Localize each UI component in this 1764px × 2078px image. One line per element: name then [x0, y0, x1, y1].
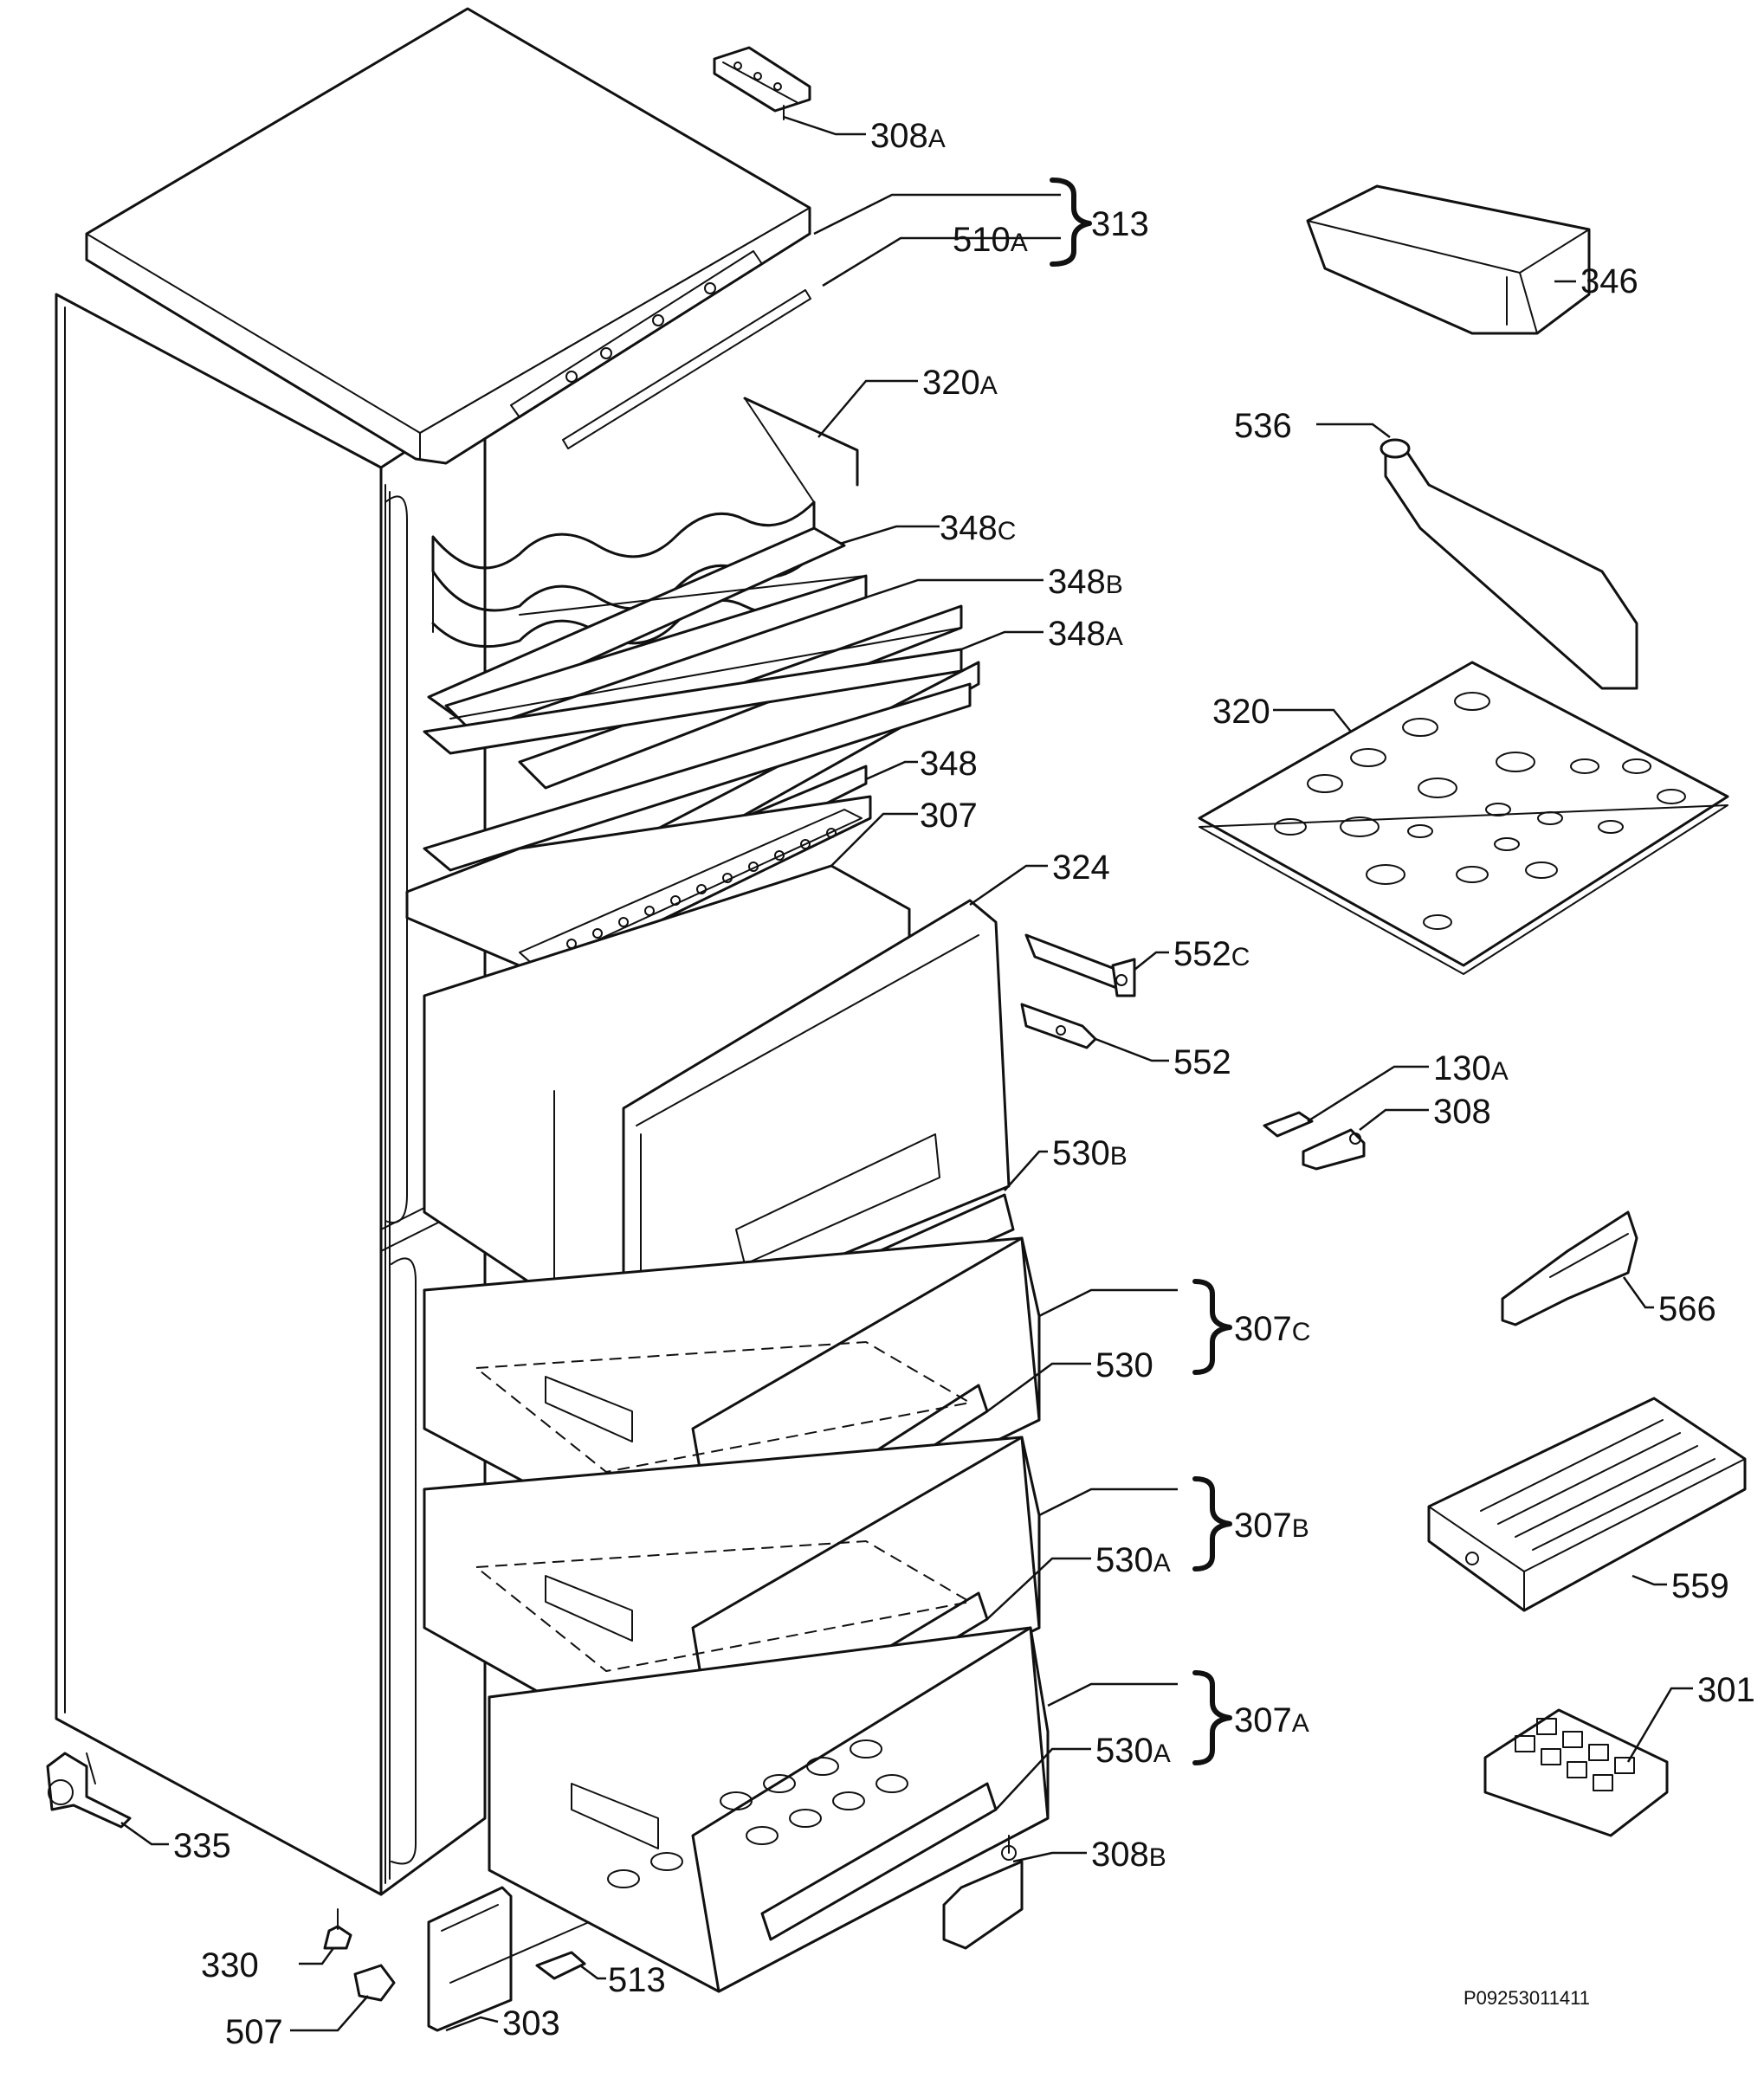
- foot-330: [323, 1908, 352, 1950]
- top-hinge-308a: [713, 46, 811, 120]
- label-530: 530: [1095, 1346, 1153, 1384]
- label-552c: 552C: [1173, 935, 1250, 973]
- kick-plate-303: [427, 1886, 590, 2032]
- label-348c: 348C: [940, 509, 1016, 547]
- label-330: 330: [201, 1946, 259, 1984]
- label-307: 307: [920, 797, 978, 835]
- part-labels: 308A 313 510A 346 320A 536 348C 348B 348…: [173, 117, 1755, 2051]
- braces: [1050, 177, 1232, 1765]
- label-308a: 308A: [870, 117, 946, 155]
- drawing-code: P09253011411: [1464, 1987, 1590, 2009]
- label-536: 536: [1234, 407, 1292, 445]
- label-510a: 510A: [953, 221, 1028, 259]
- label-313: 313: [1091, 205, 1149, 243]
- label-308b: 308B: [1091, 1836, 1166, 1874]
- ice-tray-559: [1427, 1397, 1747, 1612]
- hinge-308b: [942, 1835, 1024, 1950]
- label-552: 552: [1173, 1043, 1231, 1081]
- shelf-plate-320: [1198, 661, 1729, 975]
- label-530b: 530B: [1052, 1134, 1128, 1172]
- label-530a-upper: 530A: [1095, 1541, 1171, 1579]
- brace-307a: [1192, 1670, 1232, 1765]
- label-130a: 130A: [1433, 1049, 1509, 1087]
- label-301: 301: [1697, 1671, 1755, 1709]
- label-530a-lower: 530A: [1095, 1732, 1171, 1770]
- label-307b: 307B: [1234, 1507, 1309, 1545]
- label-348b: 348B: [1048, 563, 1123, 601]
- label-348: 348: [920, 745, 978, 783]
- ice-cube-tray-301: [1483, 1708, 1669, 1837]
- clip-507: [353, 1964, 396, 2002]
- hinge-308: [1302, 1128, 1366, 1171]
- label-348a: 348A: [1048, 615, 1123, 653]
- label-307a: 307A: [1234, 1701, 1309, 1739]
- door-bin-346: [1306, 184, 1591, 335]
- label-566: 566: [1658, 1290, 1716, 1328]
- brace-307c: [1192, 1279, 1232, 1375]
- label-320a: 320A: [922, 364, 998, 402]
- cabinet-body: [55, 293, 487, 1896]
- runner-552c: [1024, 933, 1136, 997]
- leader-lines: [120, 115, 1693, 2032]
- brace-307b: [1192, 1476, 1232, 1571]
- label-559: 559: [1671, 1567, 1729, 1605]
- label-308: 308: [1433, 1093, 1491, 1131]
- brace-313: [1050, 177, 1092, 267]
- label-346: 346: [1580, 262, 1638, 300]
- label-324: 324: [1052, 849, 1110, 887]
- label-513: 513: [608, 1961, 666, 1999]
- latch-130a: [1263, 1111, 1314, 1138]
- drawer-307a: [488, 1626, 1050, 1993]
- runner-552: [1020, 1003, 1097, 1049]
- wine-rack-320a: [431, 397, 859, 649]
- foot-bracket-335: [46, 1752, 132, 1829]
- ice-scraper-566: [1501, 1210, 1638, 1326]
- label-335: 335: [173, 1827, 231, 1865]
- label-507: 507: [225, 2013, 283, 2051]
- label-303: 303: [502, 2004, 560, 2043]
- clip-513: [535, 1951, 586, 1980]
- divider-536: [1380, 438, 1638, 690]
- top-cover-assembly: [85, 7, 811, 465]
- label-307c: 307C: [1234, 1310, 1310, 1348]
- label-320: 320: [1212, 693, 1270, 731]
